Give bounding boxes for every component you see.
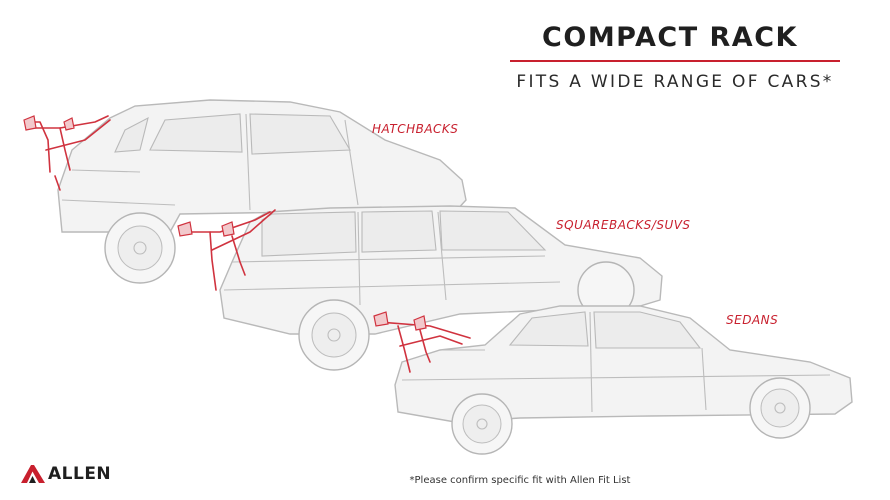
- fit-disclaimer: *Please confirm specific fit with Allen …: [409, 475, 631, 486]
- squarebacks-label: SQUAREBACKS/SUVS: [556, 218, 691, 232]
- sedan-rack-illustration: [373, 311, 471, 373]
- sedans-label: SEDANS: [726, 313, 779, 327]
- hatchbacks-label: HATCHBACKS: [372, 122, 459, 136]
- page-title: COMPACT RACK: [542, 22, 798, 53]
- sedan-car-illustration: [394, 305, 853, 455]
- hatchback-car-illustration: [57, 99, 467, 284]
- hatchback-rack-illustration: [23, 115, 111, 191]
- brand-logo: ALLEN: [20, 463, 111, 485]
- brand-name: ALLEN: [48, 464, 112, 484]
- allen-logo-icon: [21, 465, 45, 483]
- squareback-car-illustration: [219, 205, 663, 371]
- title-divider: [510, 60, 840, 62]
- page-subtitle: FITS A WIDE RANGE OF CARS*: [516, 72, 834, 92]
- squareback-rack-illustration: [177, 209, 276, 291]
